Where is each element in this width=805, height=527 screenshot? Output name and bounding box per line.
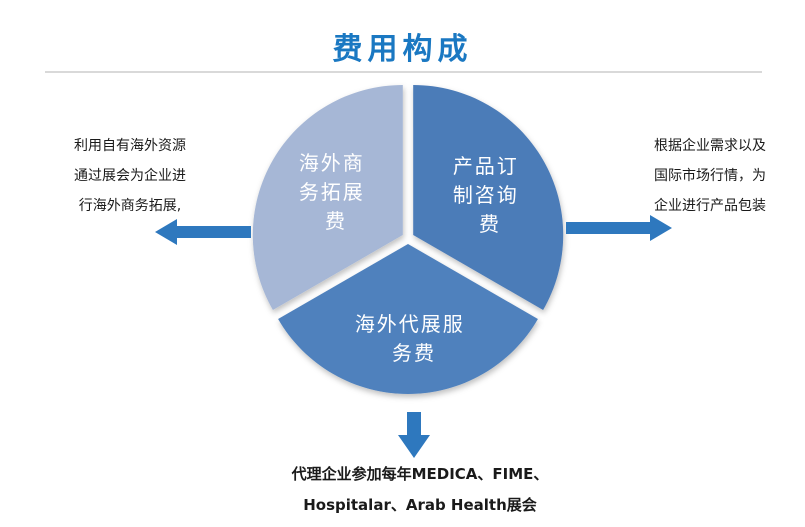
pie-label-line: 务拓展: [299, 180, 365, 204]
pie-slice-label-product-consult: 产品订 制咨询 费: [453, 154, 527, 236]
annotation-bottom: 代理企业参加每年MEDICA、FIME、 Hospitalar、Arab Hea…: [210, 459, 630, 521]
pie-slice-overseas-business: [252, 85, 403, 310]
left-arrow: [155, 219, 251, 245]
pie-slice-exhibition-service: [278, 244, 538, 394]
annotation-right-line-3: 企业进行产品包装: [654, 198, 766, 214]
pie-slice-label-overseas-business: 海外商 务拓展 费: [299, 151, 373, 233]
pie-label-line: 费: [325, 209, 347, 233]
pie-wedges: [252, 85, 564, 394]
annotation-right-line-1: 根据企业需求以及: [654, 138, 766, 154]
pie-label-line: 海外商: [299, 151, 365, 175]
annotation-right-line-2: 国际市场行情，为: [654, 168, 766, 184]
annotation-left-line-3: 行海外商务拓展,: [78, 198, 182, 214]
pie-label-line: 务费: [392, 341, 436, 365]
pie-slice-label-exhibition-service: 海外代展服 务费: [355, 312, 473, 365]
annotation-bottom-line-2: Hospitalar、Arab Health展会: [303, 496, 537, 514]
right-arrow: [566, 215, 672, 241]
pie-slice-product-consult: [413, 85, 564, 310]
pie-label-line: 费: [479, 212, 501, 236]
annotation-left-line-2: 通过展会为企业进: [74, 168, 186, 184]
annotation-left: 利用自有海外资源 通过展会为企业进 行海外商务拓展,: [46, 131, 214, 221]
pie-label-line: 产品订: [453, 154, 519, 178]
annotation-left-line-1: 利用自有海外资源: [74, 138, 186, 154]
annotation-right: 根据企业需求以及 国际市场行情，为 企业进行产品包装: [627, 131, 793, 221]
annotation-bottom-line-1: 代理企业参加每年MEDICA、FIME、: [291, 465, 549, 483]
pie-label-line: 制咨询: [453, 183, 519, 207]
pie-label-line: 海外代展服: [355, 312, 465, 336]
title-divider: [45, 71, 762, 73]
page-title: 费用构成: [332, 32, 473, 67]
down-arrow: [398, 412, 430, 458]
